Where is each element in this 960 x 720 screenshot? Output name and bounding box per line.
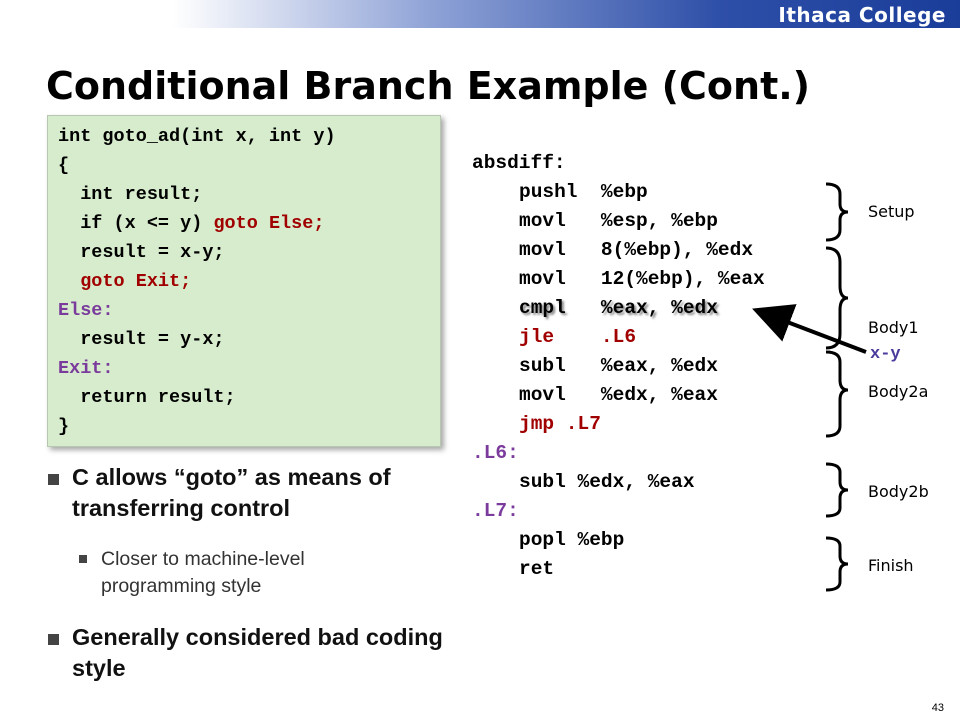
label-body2a: Body2a: [868, 382, 929, 401]
bullet-bad-style-text: Generally considered bad coding style: [72, 624, 443, 681]
body1-brace: [825, 246, 849, 350]
bullet-square-icon: [48, 474, 59, 485]
slide-title: Conditional Branch Example (Cont.): [46, 64, 811, 108]
finish-brace: [825, 536, 849, 592]
label-body2b: Body2b: [868, 482, 929, 501]
setup-brace: [825, 182, 849, 242]
sub-bullet-square-icon: [79, 555, 87, 563]
asm-instr-movl-edx: movl 8(%ebp), %edx: [519, 239, 754, 261]
asm-instr-movl-result: movl %edx, %eax: [519, 384, 718, 406]
asm-instr-movl-eax: movl 12(%ebp), %eax: [519, 268, 765, 290]
code-line-11: }: [58, 416, 70, 437]
asm-label-l7: .L7:: [472, 500, 519, 522]
asm-instr-popl: popl %ebp: [519, 529, 625, 551]
code-line-8: result = y-x;: [58, 329, 225, 350]
asm-instr-subl-eax: subl %edx, %eax: [519, 471, 695, 493]
asm-instr-pushl: pushl %ebp: [519, 181, 648, 203]
label-body1: Body1: [868, 318, 919, 337]
bullet-square-icon: [48, 634, 59, 645]
asm-instr-ret: ret: [519, 558, 555, 580]
cmpl-arrow: [752, 304, 867, 354]
code-line-4-goto: goto Else;: [213, 213, 325, 234]
c-code-box: int goto_ad(int x, int y) { int result; …: [47, 115, 441, 447]
code-label-else: Else:: [58, 300, 114, 321]
header-banner: Ithaca College: [0, 0, 960, 28]
asm-instr-cmpl: cmpl %eax, %edx: [519, 297, 718, 319]
code-line-2: {: [58, 155, 70, 176]
bullet-goto-text: C allows “goto” as means of transferring…: [72, 464, 391, 521]
asm-label-l6: .L6:: [472, 442, 519, 464]
asm-instr-subl-edx: subl %eax, %edx: [519, 355, 718, 377]
code-line-6: goto Exit;: [58, 271, 192, 292]
body2b-brace: [825, 462, 849, 518]
asm-instr-jle: jle .L6: [519, 326, 637, 348]
code-line-3: int result;: [58, 184, 203, 205]
label-finish: Finish: [868, 556, 914, 575]
code-line-10: return result;: [58, 387, 236, 408]
college-logo-text: Ithaca College: [778, 3, 946, 27]
code-line-1: int goto_ad(int x, int y): [58, 126, 336, 147]
label-x-minus-y: x-y: [870, 345, 901, 364]
asm-instr-movl-esp: movl %esp, %ebp: [519, 210, 718, 232]
code-line-4-condition: if (x <= y): [58, 213, 214, 234]
body2a-brace: [825, 350, 849, 438]
code-line-4: if (x <= y) goto Else;: [58, 213, 324, 234]
code-label-exit: Exit:: [58, 358, 114, 379]
page-number: 43: [931, 702, 944, 714]
sub-bullet-text: Closer to machine-level programming styl…: [101, 548, 305, 597]
code-line-5: result = x-y;: [58, 242, 225, 263]
asm-instr-jmp: jmp .L7: [519, 413, 601, 435]
asm-label-absdiff: absdiff:: [472, 152, 566, 174]
label-setup: Setup: [868, 202, 915, 221]
